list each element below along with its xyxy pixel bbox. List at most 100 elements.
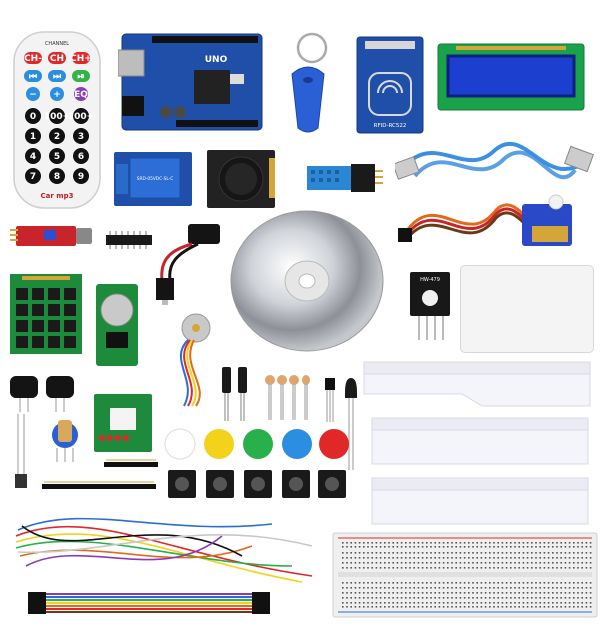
breadboard-hole <box>589 582 592 584</box>
remote-key-2: 2 <box>54 132 60 142</box>
breadboard-hole <box>564 567 567 569</box>
breadboard-hole <box>543 582 546 584</box>
breadboard-hole <box>413 592 415 594</box>
breadboard-hole <box>379 602 382 604</box>
breadboard-hole <box>430 606 432 608</box>
breadboard-hole <box>421 597 424 599</box>
breadboard-hole <box>497 592 499 594</box>
breadboard-hole <box>568 597 571 599</box>
breadboard-hole <box>426 542 428 544</box>
breadboard-hole <box>358 562 361 564</box>
breadboard-hole <box>426 546 428 548</box>
breadboard-hole <box>354 557 357 559</box>
breadboard-hole <box>518 597 520 599</box>
breadboard-hole <box>539 582 541 584</box>
breadboard-hole <box>564 587 567 589</box>
breadboard-hole <box>522 587 525 589</box>
breadboard-hole <box>434 562 436 564</box>
breadboard-hole <box>543 606 546 608</box>
breadboard-hole <box>400 567 403 569</box>
breadboard-hole <box>447 567 449 569</box>
breadboard-hole <box>484 546 487 548</box>
joystick-module <box>205 148 277 210</box>
breadboard-hole <box>430 552 432 554</box>
breadboard-hole <box>573 552 575 554</box>
breadboard-hole <box>514 562 516 564</box>
breadboard-hole <box>552 587 554 589</box>
breadboard-hole <box>514 552 516 554</box>
breadboard-hole <box>472 602 474 604</box>
breadboard-hole <box>447 546 449 548</box>
breadboard-hole <box>421 602 424 604</box>
storage-box-top <box>362 356 592 408</box>
breadboard-hole <box>400 552 403 554</box>
breadboard-hole <box>421 562 424 564</box>
breadboard-hole <box>514 587 516 589</box>
breadboard-hole <box>547 567 550 569</box>
storage-box-middle <box>370 414 590 466</box>
dht11-sensor <box>305 160 385 194</box>
breadboard-hole <box>577 582 579 584</box>
breadboard-hole <box>505 546 508 548</box>
jumper-wires-bundle <box>12 496 322 586</box>
breadboard-hole <box>463 592 466 594</box>
breadboard-hole <box>354 552 357 554</box>
breadboard-hole <box>346 602 348 604</box>
breadboard-hole <box>346 597 348 599</box>
breadboard-hole <box>350 546 352 548</box>
breadboard-hole <box>358 546 361 548</box>
relay-label: SRD-05VDC-SL-C <box>137 176 173 182</box>
button-cap-blue <box>282 429 312 459</box>
breadboard-hole <box>400 587 403 589</box>
breadboard-hole <box>556 587 558 589</box>
breadboard-hole <box>484 567 487 569</box>
breadboard-hole <box>455 602 457 604</box>
breadboard-hole <box>547 582 550 584</box>
breadboard-hole <box>573 587 575 589</box>
breadboard-hole <box>581 562 583 564</box>
breadboard-hole <box>577 542 579 544</box>
breadboard-hole <box>405 592 407 594</box>
breadboard-hole <box>564 602 567 604</box>
breadboard-hole <box>493 602 495 604</box>
breadboard-hole <box>514 546 516 548</box>
breadboard-hole <box>405 587 407 589</box>
breadboard-hole <box>573 602 575 604</box>
breadboard-hole <box>375 597 378 599</box>
breadboard-hole <box>358 582 361 584</box>
breadboard-hole <box>375 562 378 564</box>
breadboard-hole <box>573 567 575 569</box>
breadboard-hole <box>396 557 399 559</box>
breadboard-hole <box>539 597 541 599</box>
breadboard-hole <box>459 552 462 554</box>
breadboard-hole <box>367 562 369 564</box>
breadboard-hole <box>426 587 428 589</box>
breadboard-hole <box>547 587 550 589</box>
breadboard-hole <box>371 602 373 604</box>
breadboard-hole <box>400 597 403 599</box>
breadboard-hole <box>455 587 457 589</box>
breadboard-hole <box>354 562 357 564</box>
breadboard-hole <box>589 562 592 564</box>
breadboard-hole <box>480 597 483 599</box>
breadboard-hole <box>455 606 457 608</box>
breadboard-hole <box>489 592 491 594</box>
breadboard-hole <box>379 557 382 559</box>
breadboard-hole <box>463 542 466 544</box>
breadboard-hole <box>354 587 357 589</box>
breadboard-hole <box>568 592 571 594</box>
breadboard-hole <box>430 597 432 599</box>
breadboard-hole <box>505 592 508 594</box>
breadboard-hole <box>451 587 453 589</box>
breadboard-hole <box>342 602 344 604</box>
breadboard-hole <box>388 592 390 594</box>
usb-cable <box>392 120 595 210</box>
remote-key-ch: CH <box>50 54 64 64</box>
breadboard-hole <box>531 557 533 559</box>
breadboard-hole <box>342 587 344 589</box>
breadboard-hole <box>581 606 583 608</box>
remote-key-6: 6 <box>78 152 84 162</box>
breadboard-hole <box>480 606 483 608</box>
breadboard-hole <box>589 567 592 569</box>
remote-key-100: 100+ <box>44 112 70 122</box>
